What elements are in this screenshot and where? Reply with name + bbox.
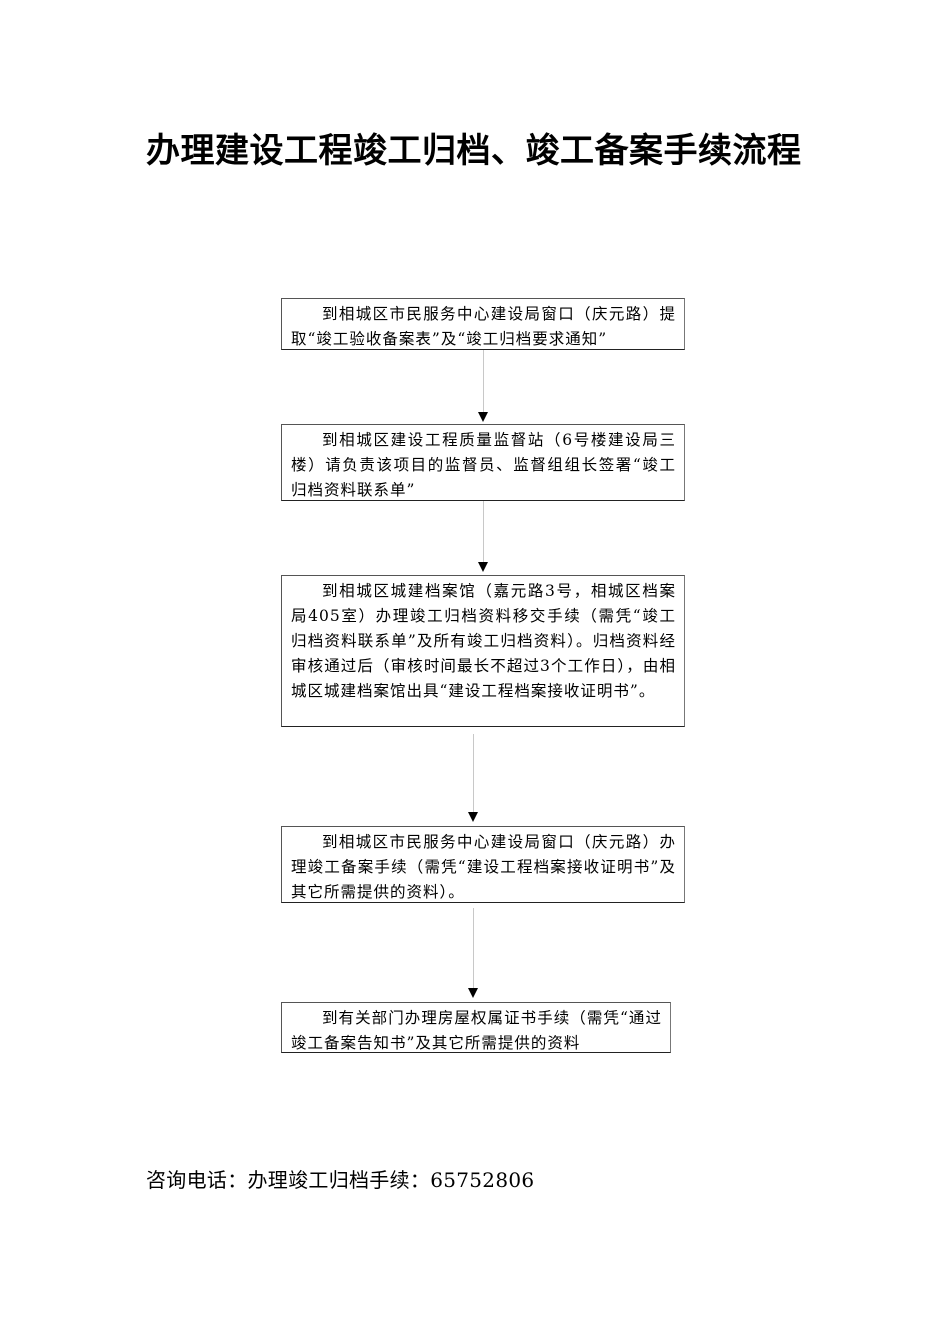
flow-step-5: 到有关部门办理房屋权属证书手续（需凭“通过竣工备案告知书”及其它所需提供的资料 (281, 1002, 671, 1053)
flow-step-1: 到相城区市民服务中心建设局窗口（庆元路）提取“竣工验收备案表”及“竣工归档要求通… (281, 298, 685, 350)
page-title: 办理建设工程竣工归档、竣工备案手续流程 (146, 131, 802, 171)
flow-step-4: 到相城区市民服务中心建设局窗口（庆元路）办理竣工备案手续（需凭“建设工程档案接收… (281, 826, 685, 903)
flow-step-text: 到相城区建设工程质量监督站（6号楼建设局三楼）请负责该项目的监督员、监督组组长签… (291, 431, 676, 499)
flow-step-text: 到相城区城建档案馆（嘉元路3号，相城区档案局405室）办理竣工归档资料移交手续（… (291, 582, 676, 700)
arrow-down-icon (468, 988, 478, 998)
arrow-down-icon (478, 412, 488, 422)
flow-step-text: 到相城区市民服务中心建设局窗口（庆元路）提取“竣工验收备案表”及“竣工归档要求通… (291, 305, 676, 348)
contact-phone: 65752806 (430, 1168, 535, 1192)
flow-step-text: 到有关部门办理房屋权属证书手续（需凭“通过竣工备案告知书”及其它所需提供的资料 (291, 1009, 662, 1052)
connector-line-3 (473, 734, 474, 812)
flow-step-3: 到相城区城建档案馆（嘉元路3号，相城区档案局405室）办理竣工归档资料移交手续（… (281, 575, 685, 727)
arrow-down-icon (478, 562, 488, 572)
connector-line-4 (473, 908, 474, 988)
contact-line: 咨询电话：办理竣工归档手续：65752806 (146, 1166, 534, 1194)
flow-step-text: 到相城区市民服务中心建设局窗口（庆元路）办理竣工备案手续（需凭“建设工程档案接收… (291, 833, 676, 901)
arrow-down-icon (468, 812, 478, 822)
connector-line-1 (483, 350, 484, 412)
connector-line-2 (483, 501, 484, 562)
contact-label: 咨询电话：办理竣工归档手续： (146, 1168, 431, 1192)
flow-step-2: 到相城区建设工程质量监督站（6号楼建设局三楼）请负责该项目的监督员、监督组组长签… (281, 424, 685, 501)
